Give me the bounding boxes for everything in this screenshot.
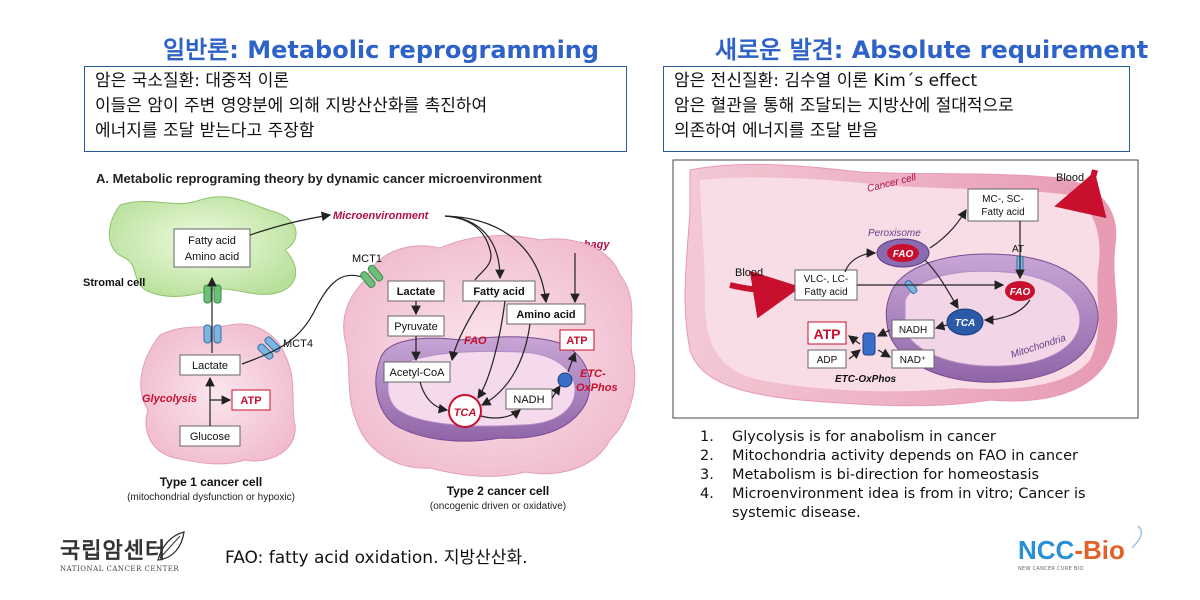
mc-sc-line1: MC-, SC- — [982, 194, 1024, 205]
stromal-transporter — [203, 284, 212, 304]
right-nadh-box — [891, 319, 935, 339]
type2-lactate: Lactate — [397, 286, 436, 298]
right-heading: 새로운 발견: Absolute requirement — [715, 36, 1149, 64]
left-summary-line: 암은 국소질환: 대중적 이론 — [95, 71, 289, 91]
type2-nadh-box — [505, 388, 553, 410]
findings-list: 1.Glycolysis is for anabolism in cancer … — [700, 428, 1120, 523]
ncc-logo-korean: 국립암센터 — [60, 539, 167, 564]
type1-atp-box — [231, 389, 271, 411]
right-etc-complex — [862, 332, 876, 356]
blood-left-label: Blood — [735, 267, 763, 279]
right-nadh: NADH — [899, 325, 927, 336]
type2-fao: FAO — [464, 335, 487, 347]
type1-lactate-box — [179, 354, 241, 376]
ncc-logo: 국립암센터 NATIONAL CANCER CENTER — [60, 533, 179, 573]
vlc-line2: Fatty acid — [804, 287, 847, 298]
right-tca-label: TCA — [955, 318, 976, 329]
type2-amino-acid: Amino acid — [516, 309, 575, 321]
type2-fatty-acid-box — [462, 280, 536, 302]
type2-nadh: NADH — [513, 394, 544, 406]
fao-note: FAO: fatty acid oxidation. 지방산산화. — [225, 548, 528, 568]
type1-transporter — [203, 324, 212, 344]
type1-subtitle: (mitochondrial dysfunction or hypoxic) — [127, 492, 295, 503]
type2-oxphos: OxPhos — [576, 382, 618, 394]
mito-fao — [1005, 281, 1035, 301]
mito-fao-label: FAO — [1010, 287, 1031, 298]
at-label: AT — [1012, 244, 1024, 255]
type2-acetyl-coa: Acetyl-CoA — [389, 367, 445, 379]
type2-subtitle: (oncogenic driven or oxidative) — [430, 501, 566, 512]
type1-lactate: Lactate — [192, 360, 228, 372]
type2-tca: TCA — [454, 407, 477, 419]
mct4-transporter — [257, 336, 281, 360]
list-item: 3.Metabolism is bi-direction for homeost… — [700, 467, 1040, 483]
left-heading: 일반론: Metabolic reprogramming — [163, 36, 600, 64]
list-item: 4.Microenvironment idea is from in vitro… — [700, 486, 1086, 521]
ncc-bio-logo: NCC-Bio NEW CANCER CURE BIO — [1018, 535, 1125, 572]
right-tca — [946, 308, 984, 336]
mct1-label: MCT1 — [352, 253, 382, 265]
right-atp: ATP — [814, 326, 841, 342]
peroxisome-fao: FAO — [893, 249, 914, 260]
right-adp: ADP — [817, 355, 838, 366]
mc-sc-line2: Fatty acid — [981, 207, 1024, 218]
type1-glycolysis: Glycolysis — [142, 393, 197, 405]
type2-acetyl-coa-box — [383, 361, 451, 383]
type2-fatty-acid: Fatty acid — [473, 286, 524, 298]
right-nad-box — [891, 349, 935, 369]
blood-top-label: Blood — [1056, 172, 1084, 184]
type2-pyruvate: Pyruvate — [394, 321, 437, 333]
blood-arrow-left — [729, 270, 801, 319]
right-summary-box: 암은 전신질환: 김수열 이론 Kim´s effect 암은 혈관을 통해 조… — [663, 66, 1130, 152]
bio-logo-ncc: NCC — [1018, 535, 1075, 565]
mct1-transporter — [360, 264, 384, 288]
peroxisome-label: Peroxisome — [868, 228, 921, 239]
type2-atp-box — [559, 329, 595, 351]
stromal-amino-acid: Amino acid — [185, 251, 239, 263]
right-atp-box — [807, 321, 847, 345]
type1-title: Type 1 cancer cell — [160, 475, 263, 489]
type2-tca-cycle — [448, 394, 482, 428]
left-figure-title: A. Metabolic reprograming theory by dyna… — [96, 171, 542, 186]
ncc-leaf-icon — [157, 531, 185, 561]
mc-sc-box — [967, 188, 1039, 222]
blood-arrow-top — [1054, 169, 1107, 219]
stromal-fatty-acid: Fatty acid — [188, 235, 236, 247]
left-summary-line: 이들은 암이 주변 영양분에 의해 지방산산화를 촉진하여 — [95, 96, 488, 116]
list-item: 1.Glycolysis is for anabolism in cancer — [700, 429, 996, 445]
bio-logo-bio: -Bio — [1074, 535, 1125, 565]
vlc-box — [794, 269, 858, 301]
type2-amino-acid-box — [506, 303, 586, 325]
type2-atp: ATP — [566, 335, 587, 347]
type2-title: Type 2 cancer cell — [447, 484, 550, 498]
microenvironment-label: Microenvironment — [333, 210, 430, 222]
type2-etc: ETC- — [580, 368, 606, 380]
stromal-cell-label: Stromal cell — [83, 277, 145, 289]
right-adp-box — [807, 349, 847, 369]
left-summary-line: 에너지를 조달 받는다고 주장함 — [95, 121, 315, 141]
right-summary-line: 의존하여 에너지를 조달 받음 — [674, 121, 878, 141]
list-item: 2.Mitochondria activity depends on FAO i… — [700, 448, 1078, 464]
stromal-fatty-amino-box — [173, 228, 251, 268]
type1-glucose: Glucose — [190, 431, 230, 443]
ncc-logo-english: NATIONAL CANCER CENTER — [60, 565, 180, 573]
vlc-line1: VLC-, LC- — [804, 274, 848, 285]
type2-etc-complex — [557, 372, 573, 388]
right-nad: NAD⁺ — [900, 355, 926, 366]
bio-swirl-icon — [1131, 525, 1143, 549]
right-summary-line: 암은 전신질환: 김수열 이론 Kim´s effect — [674, 71, 978, 91]
mct4-label: MCT4 — [283, 338, 313, 350]
right-summary-line: 암은 혈관을 통해 조달되는 지방산에 절대적으로 — [674, 96, 1014, 116]
left-summary-box: 암은 국소질환: 대중적 이론 이들은 암이 주변 영양분에 의해 지방산산화를… — [84, 66, 627, 152]
bio-logo-sub: NEW CANCER CURE BIO — [1018, 566, 1084, 572]
right-etc-label: ETC-OxPhos — [835, 374, 897, 385]
type1-atp: ATP — [240, 395, 261, 407]
